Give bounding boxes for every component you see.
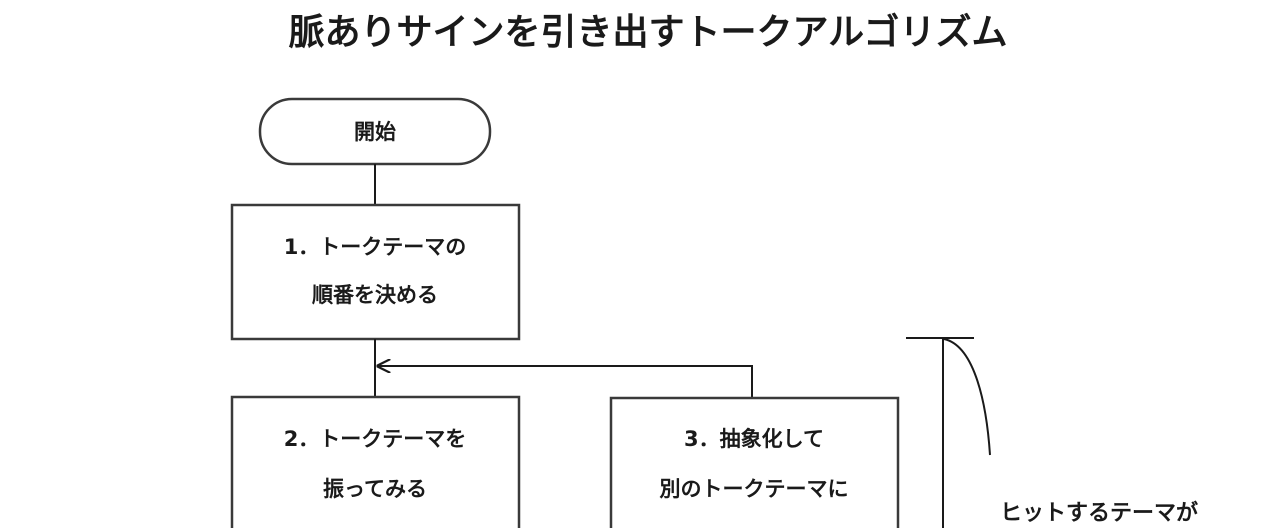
- step2-node-shape: [230, 395, 521, 528]
- start-node: 開始: [258, 97, 492, 166]
- step2-label-line2: 振ってみる: [323, 477, 427, 501]
- step3-label-line1: 3．抽象化して: [684, 427, 824, 451]
- side-bracket: [906, 337, 991, 528]
- step3-node: 3．抽象化して 別のトークテーマに: [609, 396, 900, 528]
- diagram-title: 脈ありサインを引き出すトークアルゴリズム: [289, 11, 1008, 53]
- step1-label-line1: 1．トークテーマの: [284, 235, 467, 259]
- loop-back-arrow: [378, 366, 753, 398]
- step1-node-shape: [230, 203, 521, 341]
- step3-label-line2: 別のトークテーマに: [660, 477, 849, 501]
- step3-node-shape: [609, 396, 900, 528]
- step1-label-line2: 順番を決める: [312, 283, 438, 307]
- callout-leader-curve: [943, 338, 991, 456]
- step2-label-line1: 2．トークテーマを: [284, 427, 467, 451]
- step2-node: 2．トークテーマを 振ってみる: [230, 395, 521, 528]
- step1-node: 1．トークテーマの 順番を決める: [230, 203, 521, 341]
- side-note-text: ヒットするテーマが: [1000, 500, 1198, 526]
- start-node-label: 開始: [354, 120, 396, 144]
